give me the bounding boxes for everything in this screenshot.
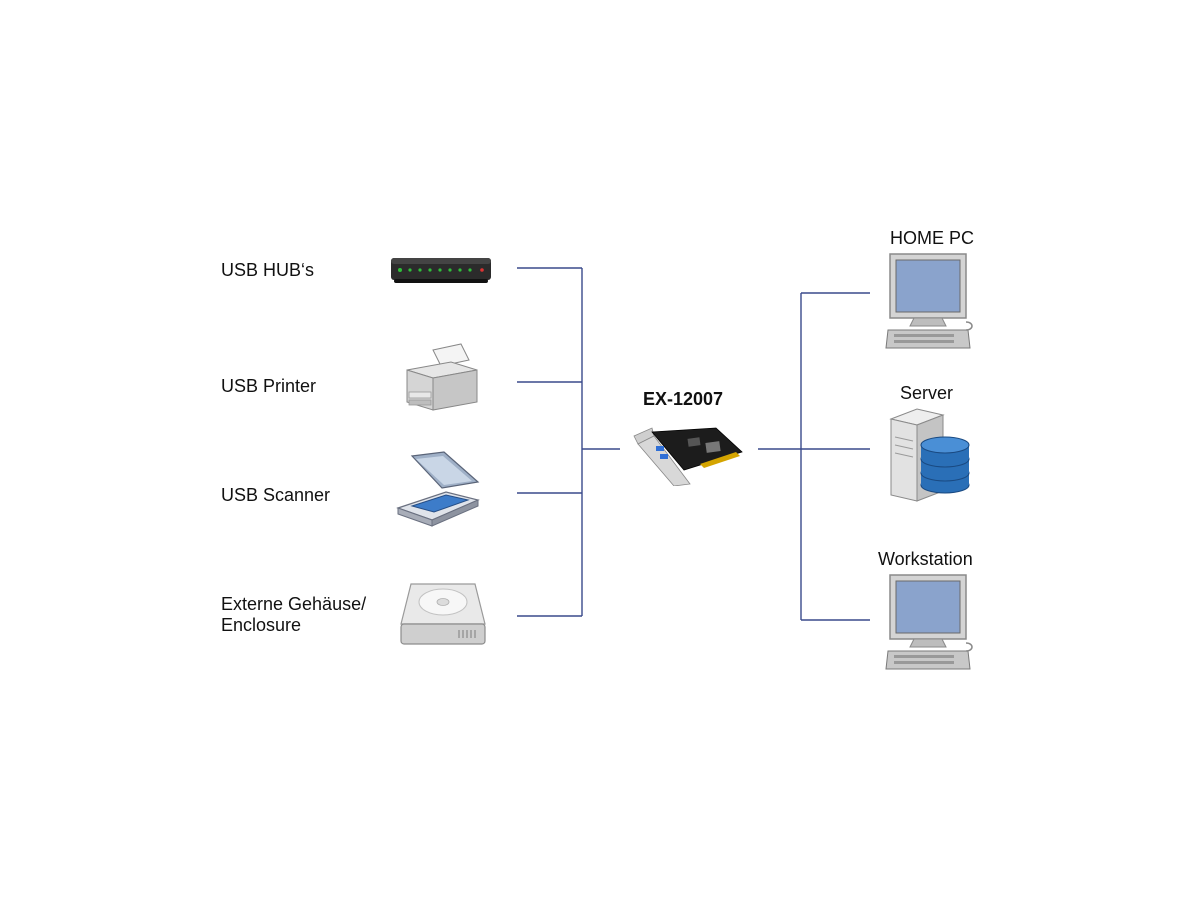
hard-drive-icon [400,583,486,645]
label-external-enclosure: Externe Gehäuse/ Enclosure [221,594,366,636]
label-usb-scanner: USB Scanner [221,485,331,505]
pcie-usb-card-icon [633,427,743,486]
card-model-label: EX-12007 [643,389,724,409]
label-server: Server [900,383,954,403]
label-usb-hubs: USB HUB‘s [221,260,315,280]
label-usb-printer: USB Printer [221,376,317,396]
scanner-icon [396,451,480,527]
usb-hub-icon [391,258,491,283]
label-enclosure-line1: Externe Gehäuse/ [221,594,367,614]
label-enclosure-line2: Enclosure [221,615,302,635]
workstation-icon [885,574,973,670]
label-workstation: Workstation [878,549,973,569]
desktop-pc-icon [885,253,973,349]
printer-icon [406,343,478,411]
server-database-icon [889,408,970,502]
label-home-pc: HOME PC [890,228,975,248]
